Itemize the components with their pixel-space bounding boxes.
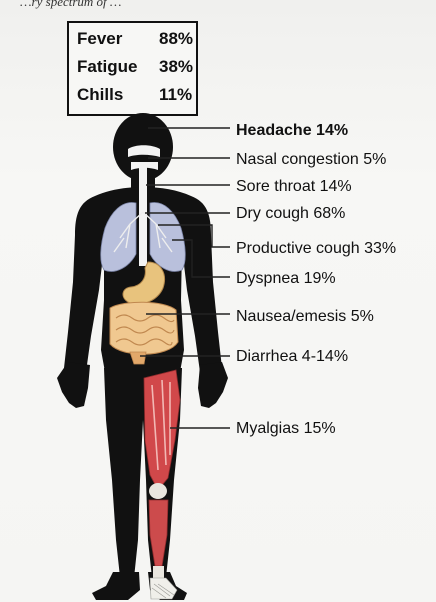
label-myalgias: Myalgias 15%: [236, 420, 336, 438]
label-dry-cough: Dry cough 68%: [236, 205, 345, 223]
label-sore-throat: Sore throat 14%: [236, 178, 352, 196]
label-headache: Headache 14%: [236, 122, 348, 140]
label-nausea-emesis: Nausea/emesis 5%: [236, 308, 374, 326]
label-dyspnea: Dyspnea 19%: [236, 270, 336, 288]
label-productive-cough: Productive cough 33%: [236, 240, 396, 258]
label-diarrhea: Diarrhea 4-14%: [236, 348, 348, 366]
label-nasal-congestion: Nasal congestion 5%: [236, 151, 386, 169]
